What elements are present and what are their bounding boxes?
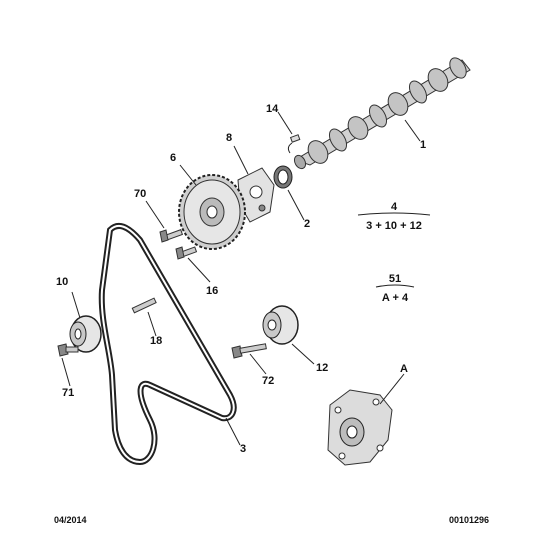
callout-3: 3 [240, 443, 246, 455]
callout-6: 6 [170, 152, 176, 164]
callout-72: 72 [262, 375, 274, 387]
guide-stud [131, 297, 157, 314]
kit-51-number: 51 [389, 273, 401, 285]
callout-18: 18 [150, 335, 162, 347]
callout-12: 12 [316, 362, 328, 374]
camshaft-sprocket [178, 174, 246, 250]
kit-legend-51: 51 A + 4 [375, 273, 415, 304]
camshaft-key [287, 134, 301, 154]
tensioner-bolt [57, 343, 79, 357]
tensioner-roller [69, 315, 102, 353]
idler-roller [262, 305, 299, 345]
kit-legend-4: 4 3 + 10 + 12 [357, 201, 431, 232]
footer-reference: 00101296 [448, 515, 489, 525]
bracket-bolt [175, 246, 198, 260]
callout-14: 14 [266, 103, 279, 115]
leader-lines [61, 111, 421, 446]
callout-10: 10 [56, 276, 68, 288]
callout-2: 2 [304, 218, 310, 230]
callout-1: 1 [420, 139, 426, 151]
idler-bolt [231, 343, 267, 359]
callout-70: 70 [134, 188, 146, 200]
camshaft [293, 57, 471, 170]
timing-belt [98, 222, 237, 466]
callout-16: 16 [206, 285, 218, 297]
kit-4-contents: 3 + 10 + 12 [366, 220, 422, 232]
water-pump [327, 389, 393, 466]
callout-8: 8 [226, 132, 232, 144]
callout-A: A [400, 363, 408, 375]
kit-51-contents: A + 4 [382, 292, 409, 304]
kit-4-number: 4 [391, 201, 398, 213]
sprocket-bolt [159, 229, 184, 243]
oil-seal [273, 165, 293, 189]
callout-71: 71 [62, 387, 74, 399]
footer-date: 04/2014 [54, 515, 87, 525]
